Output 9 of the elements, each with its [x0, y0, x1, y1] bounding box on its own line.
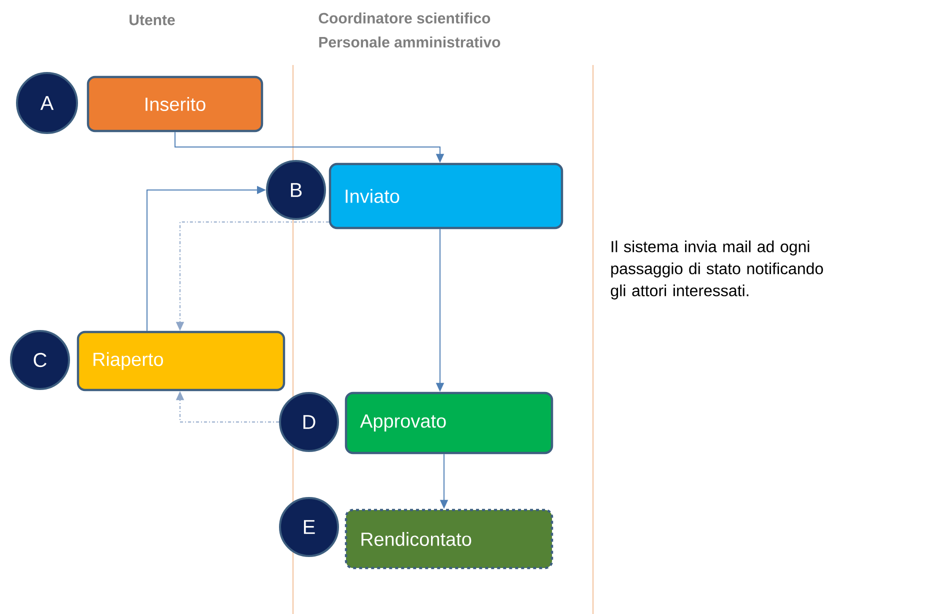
status-box: Riaperto: [76, 330, 286, 392]
status-box: Rendicontato: [344, 508, 554, 570]
status-box: Inserito: [86, 76, 264, 132]
status-box: Approvato: [344, 392, 554, 454]
status-box: Inviato: [328, 162, 564, 230]
note-text: Il sistema invia mail ad ogni passaggio di stato notificando gli attori interessati.: [610, 240, 823, 300]
column-header: Coordinatore scientifico: [318, 12, 490, 24]
column-header: Utente: [130, 14, 175, 26]
column-header: Personale amministrativo: [319, 36, 500, 48]
